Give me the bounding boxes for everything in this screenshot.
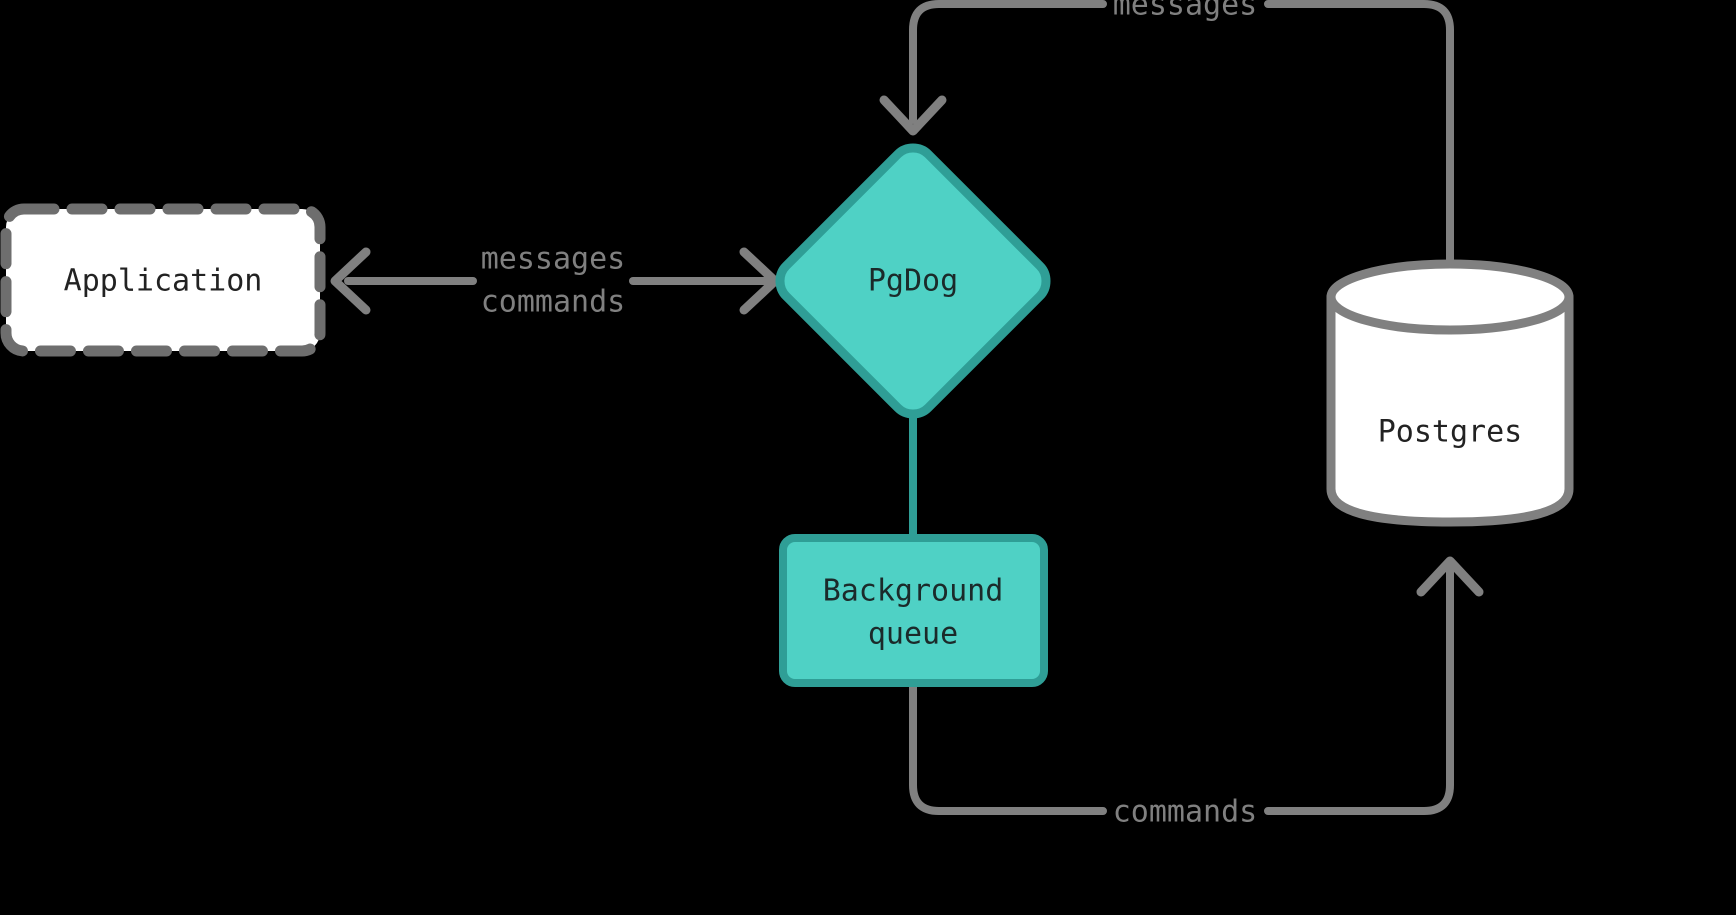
edge-postgres-to-pgdog-line-left: [909, 0, 1107, 124]
edge-postgres-to-pgdog: messages: [879, 0, 1454, 266]
node-background-queue-label-line1: Background: [823, 574, 1004, 609]
edge-queue-to-postgres-line-left: [909, 682, 1107, 815]
node-postgres-body[interactable]: [1326, 292, 1574, 527]
edge-application-pgdog-arrowhead-left: [330, 247, 371, 315]
edge-postgres-to-pgdog-line-right: [1264, 0, 1454, 266]
edge-application-pgdog-arrowhead-right: [739, 247, 780, 315]
edge-label-commands-bottom: commands: [1113, 795, 1258, 830]
edge-label-messages-middle: messages: [481, 242, 626, 277]
node-background-queue[interactable]: Background queue: [779, 534, 1048, 687]
node-application[interactable]: Application: [0, 203, 326, 357]
edge-queue-to-postgres-line-right: [1264, 559, 1454, 815]
edge-label-commands-middle: commands: [481, 285, 626, 320]
edge-application-pgdog: messages commands: [330, 242, 780, 320]
edge-queue-to-postgres: commands: [909, 556, 1484, 830]
node-postgres-top-ellipse: [1326, 259, 1574, 335]
node-pgdog[interactable]: PgDog: [775, 143, 1051, 419]
node-postgres-label: Postgres: [1378, 415, 1523, 450]
node-postgres[interactable]: Postgres: [1326, 259, 1574, 527]
node-background-queue-label-line2: queue: [868, 617, 958, 652]
node-pgdog-shape[interactable]: [775, 143, 1051, 419]
edge-queue-to-postgres-arrowhead: [1416, 556, 1484, 597]
edge-label-messages-top: messages: [1113, 0, 1258, 23]
node-background-queue-shape[interactable]: [779, 534, 1048, 687]
node-application-label: Application: [64, 264, 263, 299]
node-application-shape[interactable]: [0, 203, 326, 357]
node-pgdog-label: PgDog: [868, 264, 958, 299]
edge-postgres-to-pgdog-arrowhead: [879, 95, 947, 136]
